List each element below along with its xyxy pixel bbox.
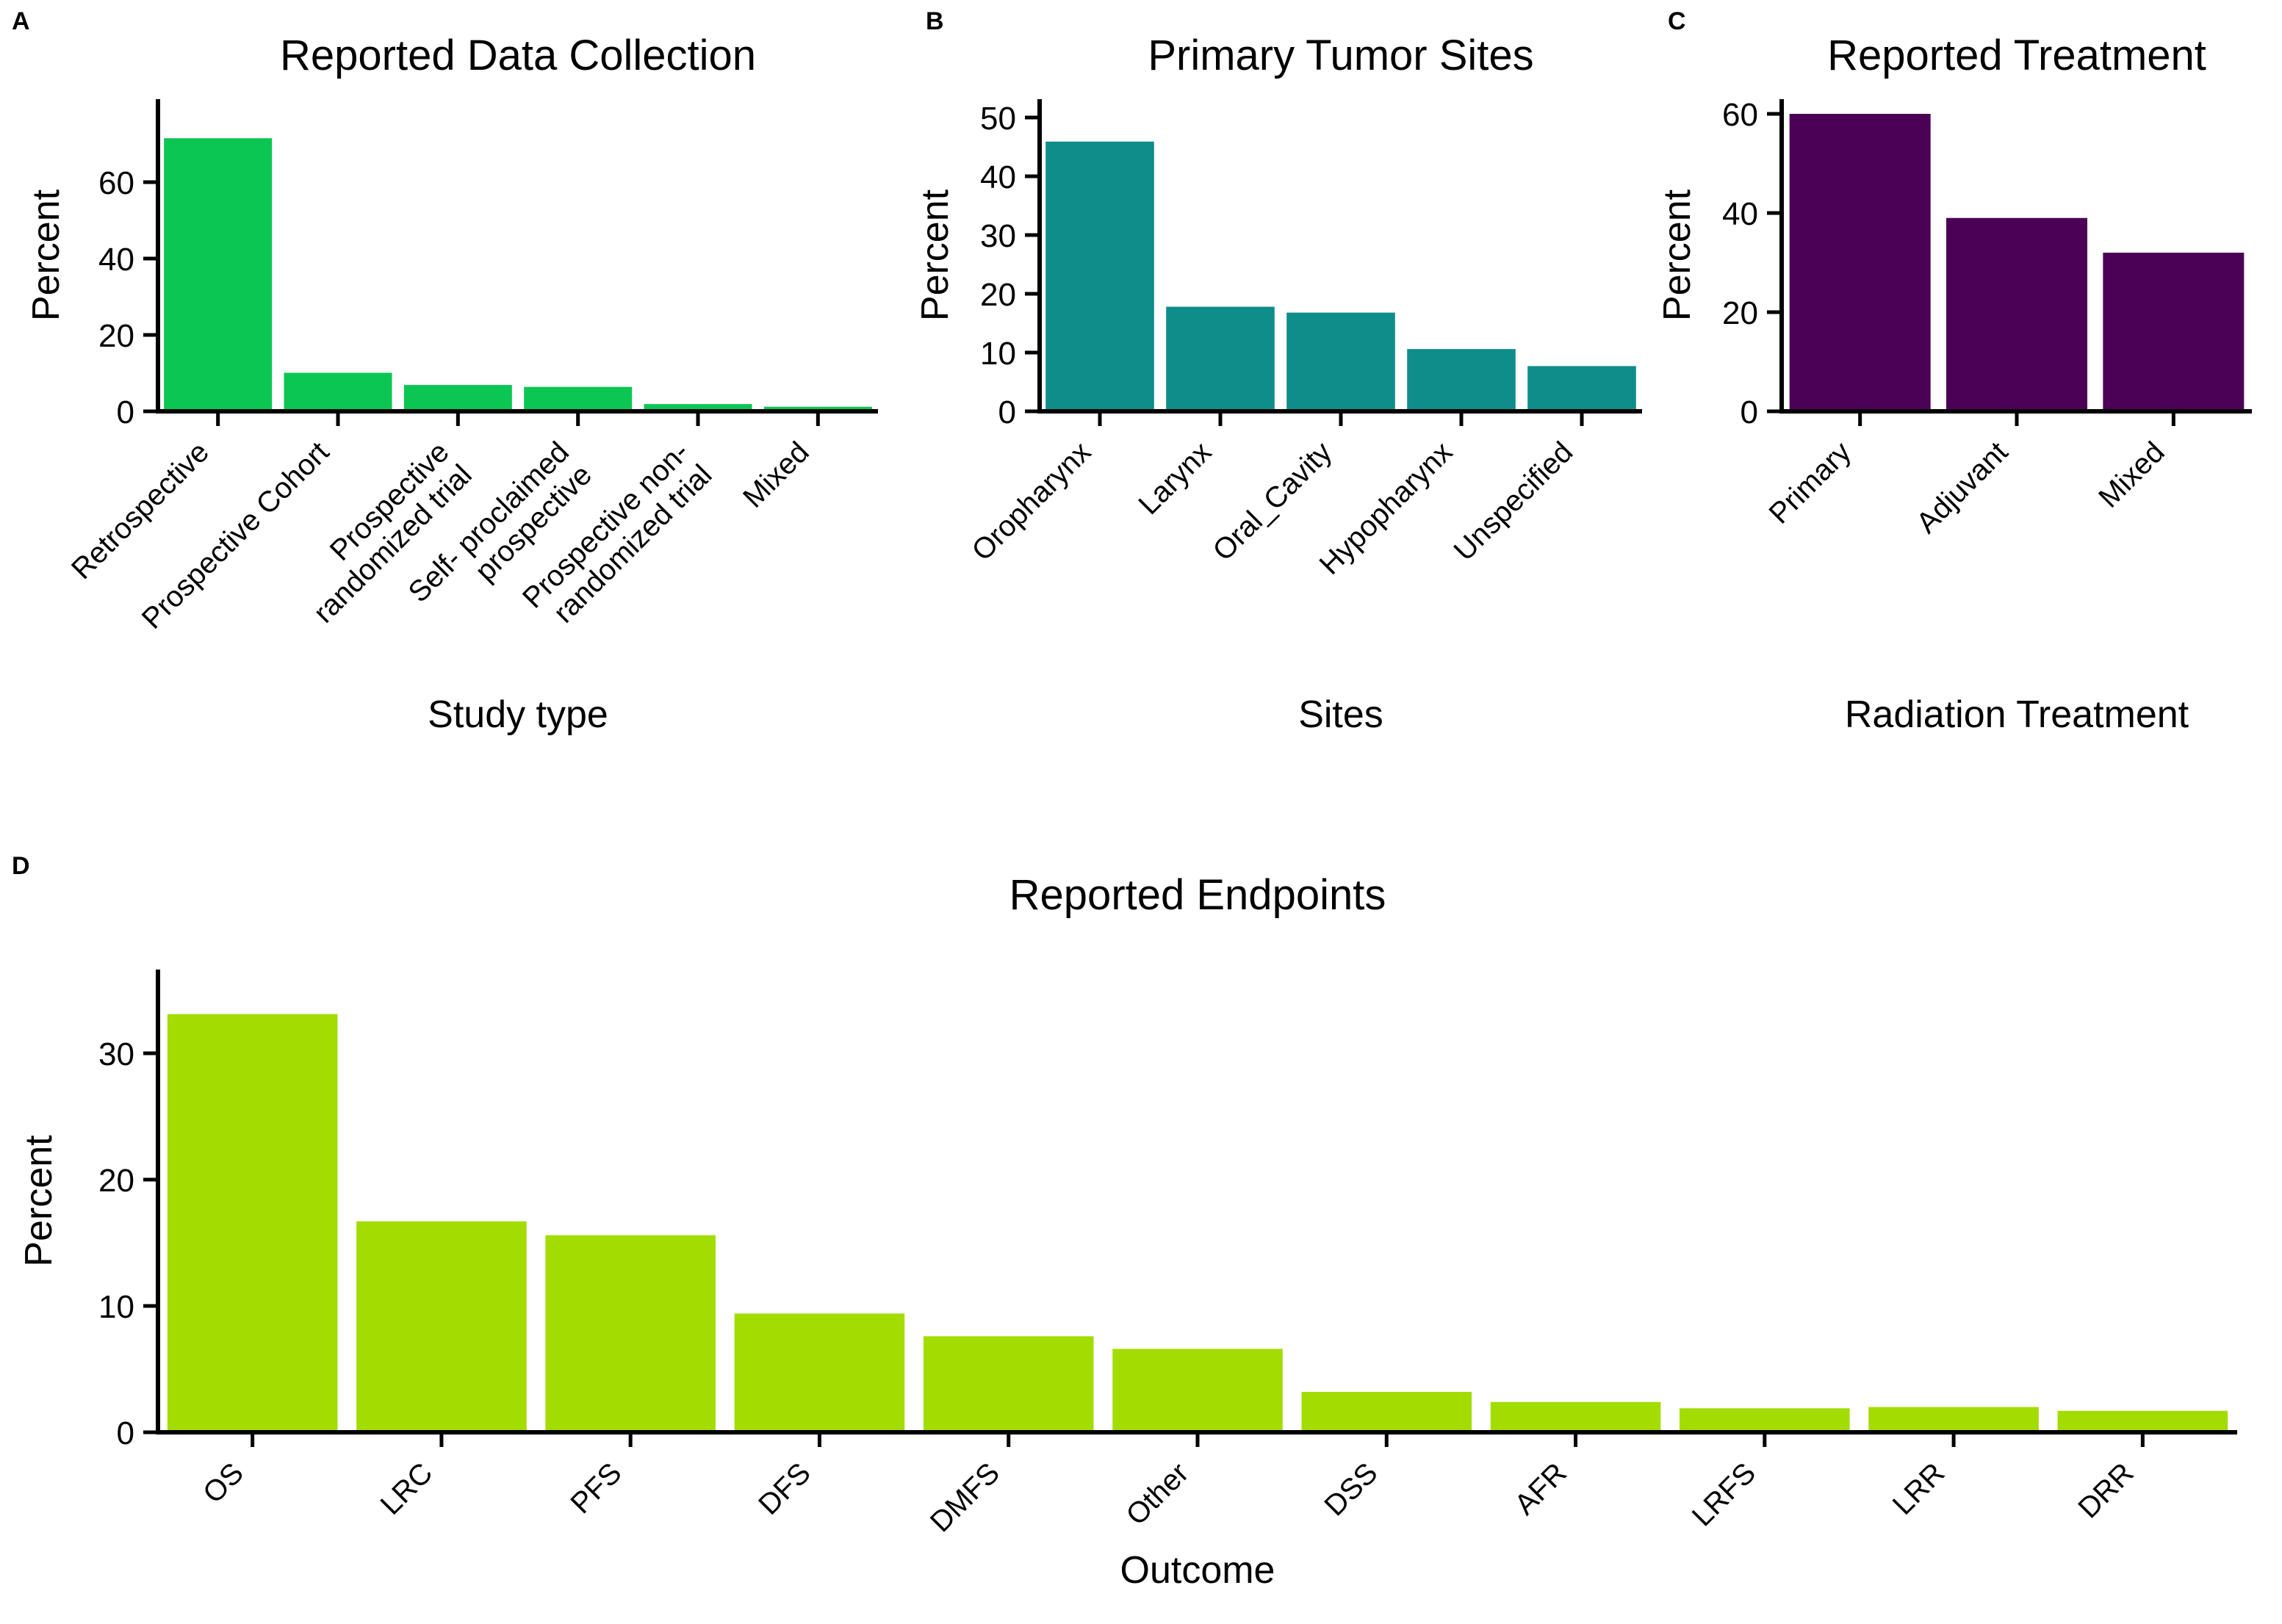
y-tick-label: 30	[98, 1036, 134, 1072]
bar-Primary	[1789, 114, 1931, 411]
y-tick-label: 40	[98, 242, 134, 278]
x-axis-title: Sites	[1298, 693, 1383, 736]
x-tick-label: Primary	[1763, 436, 1857, 530]
x-tick-label: DRR	[2072, 1457, 2139, 1524]
panel-letter-a: A	[12, 7, 30, 35]
y-tick-label: 20	[98, 1163, 134, 1199]
bar-Mixed	[763, 406, 872, 411]
y-tick-label: 10	[980, 336, 1016, 372]
x-tick-label: Other	[1120, 1457, 1195, 1531]
panel-letter-b: B	[926, 7, 944, 35]
bar-Oropharynx	[1045, 141, 1154, 412]
y-tick-label: 0	[117, 1415, 134, 1451]
bar-Oral_Cavity	[1286, 312, 1395, 411]
bar-Other	[1112, 1349, 1283, 1432]
x-tick-label: DMFS	[924, 1457, 1006, 1538]
y-axis-title: Percent	[18, 1135, 60, 1267]
y-tick-label: 20	[98, 318, 134, 354]
y-tick-label: 40	[1722, 196, 1758, 232]
x-tick-label: LRFS	[1686, 1457, 1762, 1532]
bar-LRR	[1868, 1407, 2039, 1432]
x-tick-label: LRR	[1887, 1457, 1951, 1521]
panel-letter-c: C	[1668, 7, 1686, 35]
chart-title: Reported Treatment	[1827, 32, 2206, 79]
bar-DMFS	[923, 1336, 1094, 1432]
bar-Hypopharynx	[1407, 349, 1516, 411]
chart-title: Reported Endpoints	[1009, 871, 1386, 919]
x-tick-label: Mixed	[2092, 436, 2171, 514]
x-tick-label: PFS	[564, 1457, 627, 1520]
x-axis-title: Outcome	[1120, 1549, 1275, 1592]
x-tick-label: DFS	[752, 1457, 817, 1521]
bar-DSS	[1301, 1391, 1472, 1432]
x-tick-label: Oral_Cavity	[1206, 436, 1338, 567]
x-tick-label: Unspecified	[1447, 436, 1579, 567]
chart-title: Reported Data Collection	[280, 32, 756, 79]
x-tick-label: Adjuvant	[1910, 436, 2014, 539]
x-tick-label: Oropharynx	[965, 436, 1097, 567]
x-axis-title: Study type	[428, 693, 608, 736]
bar-LRC	[356, 1221, 527, 1432]
y-axis-title: Percent	[1660, 189, 1699, 321]
y-tick-label: 50	[980, 101, 1016, 137]
x-tick-label: Larynx	[1132, 436, 1217, 521]
bar-Mixed	[2103, 253, 2245, 411]
y-tick-label: 20	[1722, 295, 1758, 331]
x-axis-title: Radiation Treatment	[1845, 693, 2189, 736]
bar-Unspecified	[1527, 366, 1636, 411]
chart-title: Primary Tumor Sites	[1148, 32, 1533, 79]
bar-Larynx	[1166, 306, 1275, 411]
y-tick-label: 30	[980, 218, 1016, 254]
bar-AFR	[1490, 1401, 1661, 1432]
y-tick-label: 20	[980, 277, 1016, 313]
x-tick-label: AFR	[1508, 1457, 1573, 1521]
bar-Self- proclaimed prospective	[524, 386, 633, 411]
bar-Prospective Cohort	[284, 372, 392, 411]
y-tick-label: 10	[98, 1289, 134, 1325]
y-tick-label: 40	[980, 159, 1016, 195]
bar-DRR	[2057, 1410, 2228, 1432]
y-tick-label: 60	[1722, 97, 1758, 133]
x-tick-label: Mixed	[737, 436, 816, 514]
y-tick-label: 60	[98, 165, 134, 201]
x-tick-label: LRC	[375, 1457, 439, 1521]
x-tick-label: DSS	[1318, 1457, 1383, 1522]
bar-Prospective non-randomized trial	[644, 404, 752, 411]
bar-Retrospective	[164, 138, 273, 411]
y-tick-label: 0	[998, 394, 1016, 430]
y-axis-title: Percent	[918, 189, 957, 321]
bar-Adjuvant	[1946, 217, 2087, 411]
x-tick-label: OS	[197, 1457, 250, 1509]
bar-PFS	[545, 1235, 716, 1432]
bar-DFS	[734, 1313, 905, 1432]
bar-LRFS	[1680, 1408, 1850, 1432]
y-axis-title: Percent	[25, 189, 68, 321]
bar-OS	[167, 1014, 338, 1432]
y-tick-label: 0	[117, 394, 134, 430]
bar-Prospective randomized trial	[403, 385, 512, 411]
panel-letter-d: D	[12, 852, 30, 880]
y-tick-label: 0	[1741, 394, 1758, 430]
